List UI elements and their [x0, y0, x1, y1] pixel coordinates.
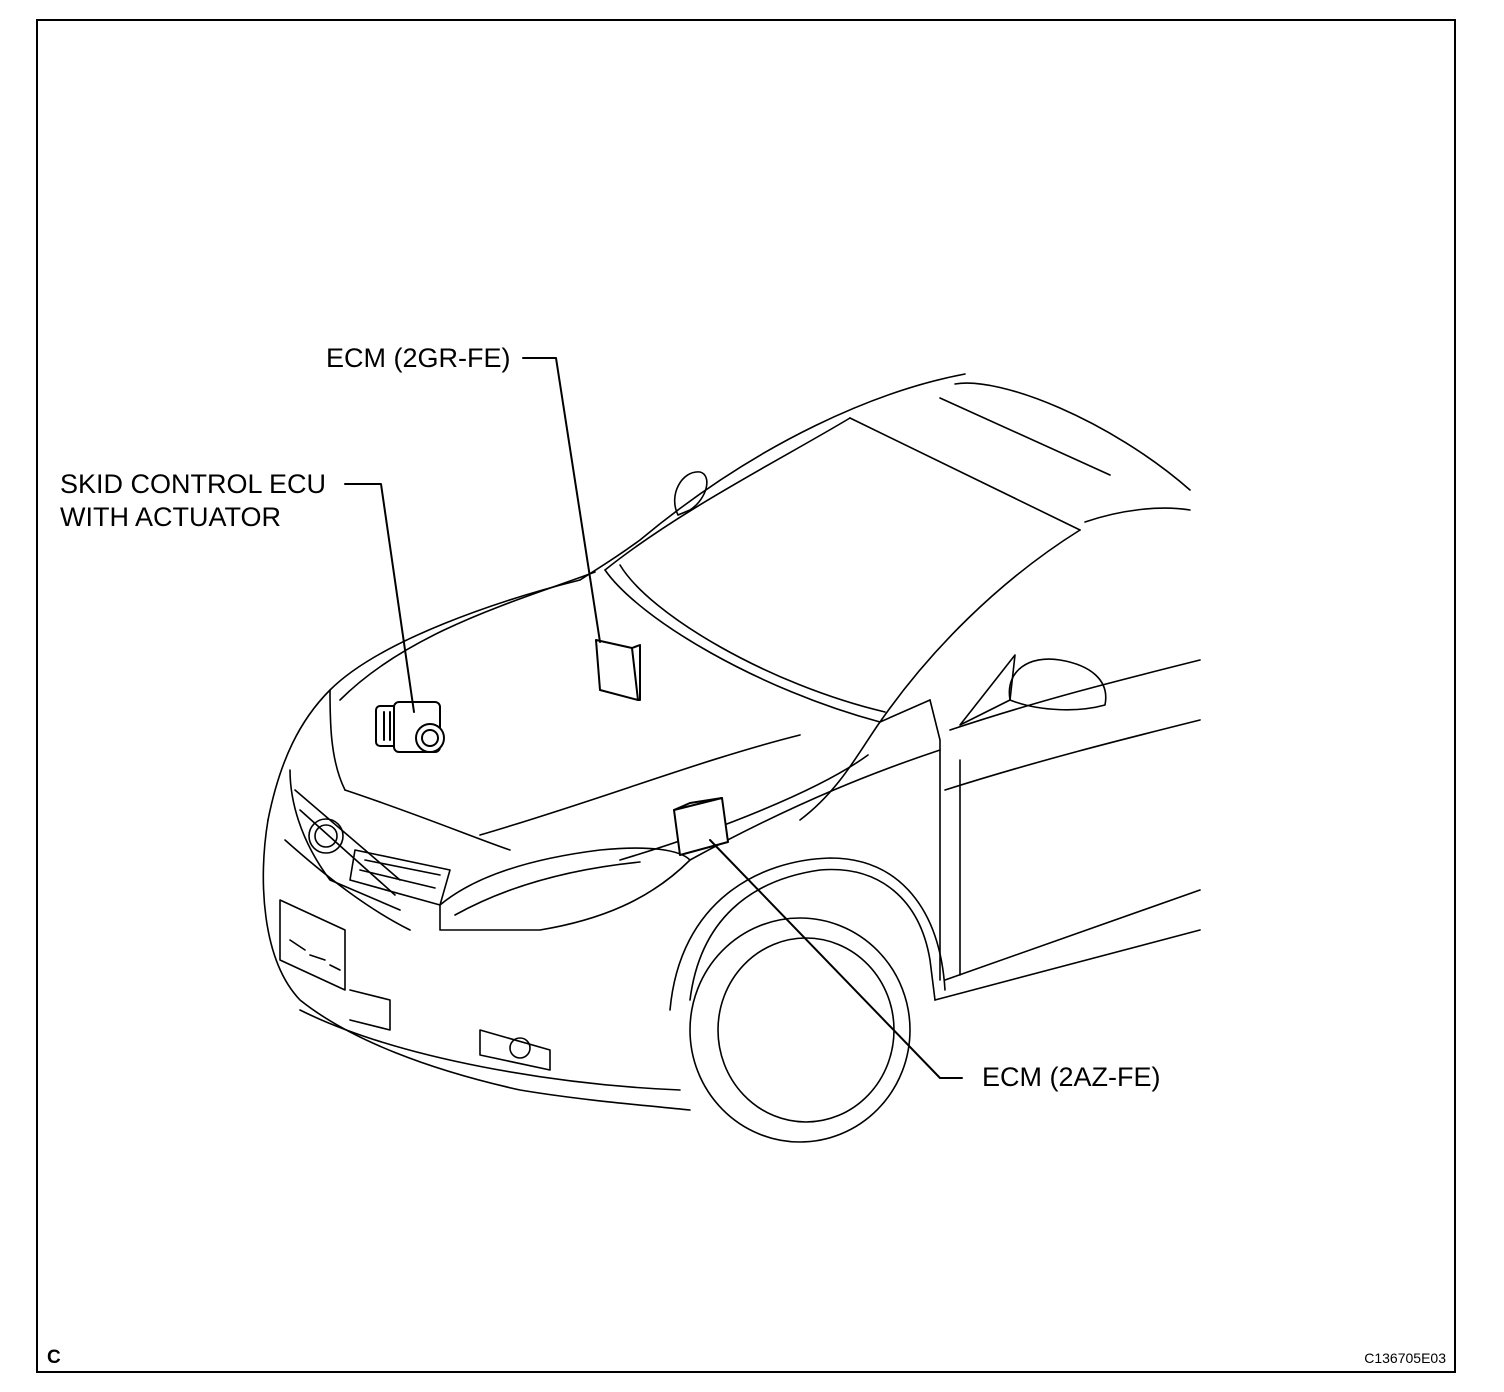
- figure-code: C136705E03: [1364, 1350, 1446, 1366]
- headlight: [439, 847, 691, 931]
- near-mirror: [1008, 658, 1107, 711]
- far-mirror: [673, 471, 708, 516]
- ecm-2az-label: ECM (2AZ-FE): [982, 1062, 1161, 1092]
- mirror-mount: [959, 654, 1016, 726]
- front-wheel: [669, 857, 946, 1143]
- front-bumper: [262, 819, 691, 1111]
- ecm-2az-box: [673, 797, 729, 856]
- car-roof-and-windshield: [579, 373, 1191, 723]
- skid-control-label-line2: WITH ACTUATOR: [60, 502, 281, 532]
- car-side: [689, 659, 1201, 1001]
- car-hood: [267, 571, 881, 861]
- ecm-2gr-label: ECM (2GR-FE): [326, 343, 511, 373]
- front-grille: [284, 769, 451, 931]
- section-letter: C: [47, 1347, 61, 1368]
- ecm-2gr-box: [595, 639, 641, 701]
- leader-lines: [344, 357, 963, 1079]
- skid-control-ecu-shape: [375, 701, 445, 753]
- diagram-frame: [36, 19, 1456, 1373]
- skid-control-label-line1: SKID CONTROL ECU: [60, 469, 327, 499]
